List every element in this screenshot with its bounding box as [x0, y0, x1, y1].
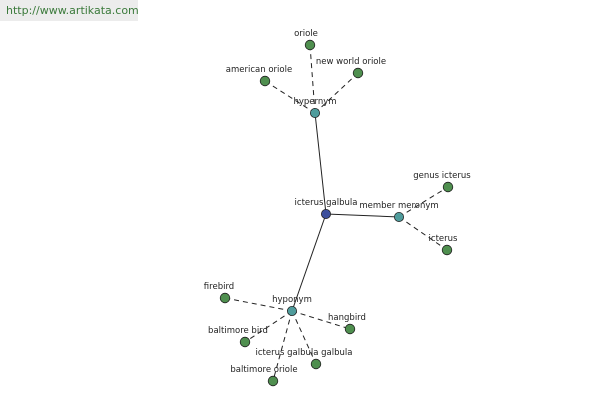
- labels-layer: icterus galbula hypernym member meronym hyp…: [204, 29, 471, 375]
- edge-hypernym-oriole: [309, 44, 316, 114]
- edges-layer: [224, 44, 449, 382]
- edge-root-hypernym: [314, 112, 327, 215]
- node-meronym[interactable]: [393, 211, 404, 222]
- node-oriole[interactable]: [304, 39, 316, 51]
- node-icterus[interactable]: [441, 244, 453, 256]
- node-genus-icterus[interactable]: [442, 181, 454, 193]
- node-label-icterus-galbula-galbula: icterus galbula galbula: [256, 348, 353, 358]
- edge-root-hyponym: [291, 213, 327, 312]
- node-baltimore-oriole[interactable]: [267, 375, 279, 387]
- edge-hyponym-hangbird: [291, 310, 351, 330]
- node-label-new-world-oriole: new world oriole: [316, 57, 386, 67]
- watermark-url: http://www.artikata.com: [0, 0, 139, 21]
- edge-hypernym-american-oriole: [264, 80, 316, 114]
- node-label-firebird: firebird: [204, 282, 234, 292]
- edge-meronym-genus-icterus: [398, 186, 449, 218]
- node-label-root: icterus galbula: [295, 198, 358, 208]
- node-label-icterus: icterus: [429, 234, 458, 244]
- node-root[interactable]: [320, 208, 331, 219]
- edge-hypernym-new-world-oriole: [314, 72, 359, 114]
- edge-hyponym-baltimore-oriole: [272, 310, 293, 382]
- node-hypernym[interactable]: [309, 108, 320, 119]
- node-new-world-oriole[interactable]: [352, 67, 364, 79]
- node-firebird[interactable]: [219, 292, 231, 304]
- node-label-meronym: member meronym: [359, 201, 438, 211]
- node-label-hangbird: hangbird: [328, 313, 366, 323]
- nodes-layer: [219, 39, 454, 387]
- node-label-hypernym: hypernym: [293, 97, 336, 107]
- node-hyponym[interactable]: [286, 305, 297, 316]
- node-baltimore-bird[interactable]: [239, 336, 251, 348]
- edge-root-meronym: [325, 213, 400, 218]
- node-label-oriole: oriole: [294, 29, 318, 39]
- edge-hyponym-firebird: [224, 297, 293, 312]
- node-icterus-galbula-galbula[interactable]: [310, 358, 322, 370]
- node-label-baltimore-oriole: baltimore oriole: [230, 365, 297, 375]
- node-label-genus-icterus: genus icterus: [413, 171, 471, 181]
- edge-hyponym-icterus-galbula-galbula: [291, 310, 317, 365]
- node-hangbird[interactable]: [344, 323, 356, 335]
- node-label-baltimore-bird: baltimore bird: [208, 326, 268, 336]
- edge-meronym-icterus: [398, 216, 448, 251]
- node-label-american-oriole: american oriole: [226, 65, 292, 75]
- edge-hyponym-baltimore-bird: [244, 310, 293, 343]
- node-american-oriole[interactable]: [259, 75, 271, 87]
- node-label-hyponym: hyponym: [272, 295, 312, 305]
